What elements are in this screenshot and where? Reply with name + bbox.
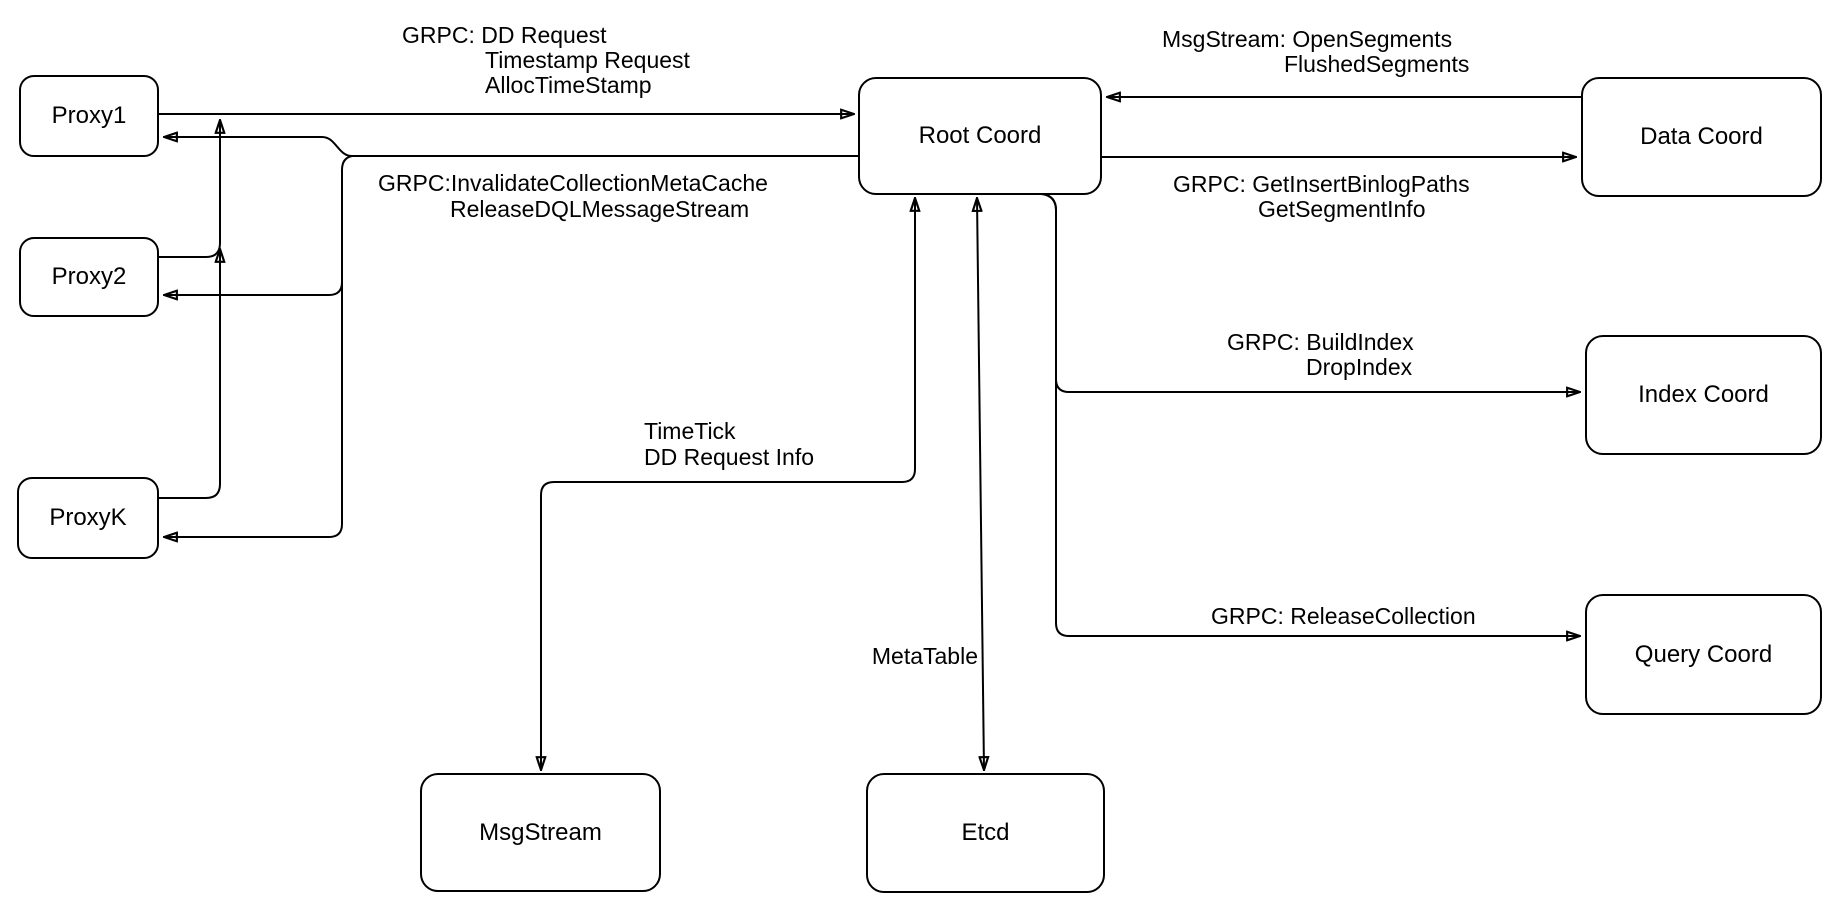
edge-label-proxy-to-root-line3: AllocTimeStamp xyxy=(485,72,652,98)
edge-label-root-to-data-line2: GetSegmentInfo xyxy=(1258,196,1426,222)
edge-rootcoord-to-querycoord xyxy=(1041,193,1580,636)
edge-label-root-to-proxies-line1: GRPC:InvalidateCollectionMetaCache xyxy=(378,170,768,196)
node-etcd-label: Etcd xyxy=(961,819,1010,846)
node-msgstream: MsgStream xyxy=(420,773,661,892)
edge-rootcoord-to-proxy1 xyxy=(164,137,858,157)
edge-label-data-to-root-line1: MsgStream: OpenSegments xyxy=(1162,26,1453,52)
node-query-coord: Query Coord xyxy=(1585,594,1822,715)
node-proxy1-label: Proxy1 xyxy=(51,102,127,129)
edge-label-root-to-msgstream-line1: TimeTick xyxy=(644,418,736,444)
edge-label-root-to-index-line1: GRPC: BuildIndex xyxy=(1227,329,1414,355)
edge-label-proxy-to-root-line2: Timestamp Request xyxy=(485,47,690,73)
node-data-coord: Data Coord xyxy=(1581,77,1822,197)
node-data-coord-label: Data Coord xyxy=(1640,123,1763,150)
node-query-coord-label: Query Coord xyxy=(1634,640,1773,668)
edge-label-data-to-root-line2: FlushedSegments xyxy=(1284,51,1470,77)
edge-rootcoord-to-proxy2 xyxy=(164,281,343,295)
node-proxyk: ProxyK xyxy=(17,477,159,559)
edge-rootcoord-to-etcd xyxy=(977,198,984,770)
edge-rootcoord-to-msgstream xyxy=(541,198,915,770)
edge-label-root-to-msgstream-line2: DD Request Info xyxy=(644,444,815,470)
edge-proxyk-to-rootcoord xyxy=(159,249,220,499)
node-proxy1: Proxy1 xyxy=(19,75,159,157)
edge-proxy2-to-rootcoord xyxy=(159,120,220,258)
node-index-coord: Index Coord xyxy=(1585,335,1822,455)
node-root-coord: Root Coord xyxy=(858,77,1102,195)
edge-rootcoord-to-proxyk xyxy=(164,155,353,537)
node-etcd: Etcd xyxy=(866,773,1105,893)
node-index-coord-label: Index Coord xyxy=(1638,381,1769,408)
edge-label-root-to-query-line1: GRPC: ReleaseCollection xyxy=(1211,603,1476,629)
edge-label-root-to-index-line2: DropIndex xyxy=(1306,354,1413,380)
edge-label-root-to-etcd-line1: MetaTable xyxy=(871,643,978,669)
edge-label-root-to-proxies-line2: ReleaseDQLMessageStream xyxy=(450,196,750,222)
node-proxy2-label: Proxy2 xyxy=(51,263,127,290)
node-proxyk-label: ProxyK xyxy=(49,504,127,531)
edge-label-proxy-to-root-line1: GRPC: DD Request xyxy=(402,22,607,48)
node-root-coord-label: Root Coord xyxy=(918,122,1042,149)
node-msgstream-label: MsgStream xyxy=(479,818,602,846)
edge-label-root-to-data-line1: GRPC: GetInsertBinlogPaths xyxy=(1173,171,1470,197)
node-proxy2: Proxy2 xyxy=(19,237,159,317)
